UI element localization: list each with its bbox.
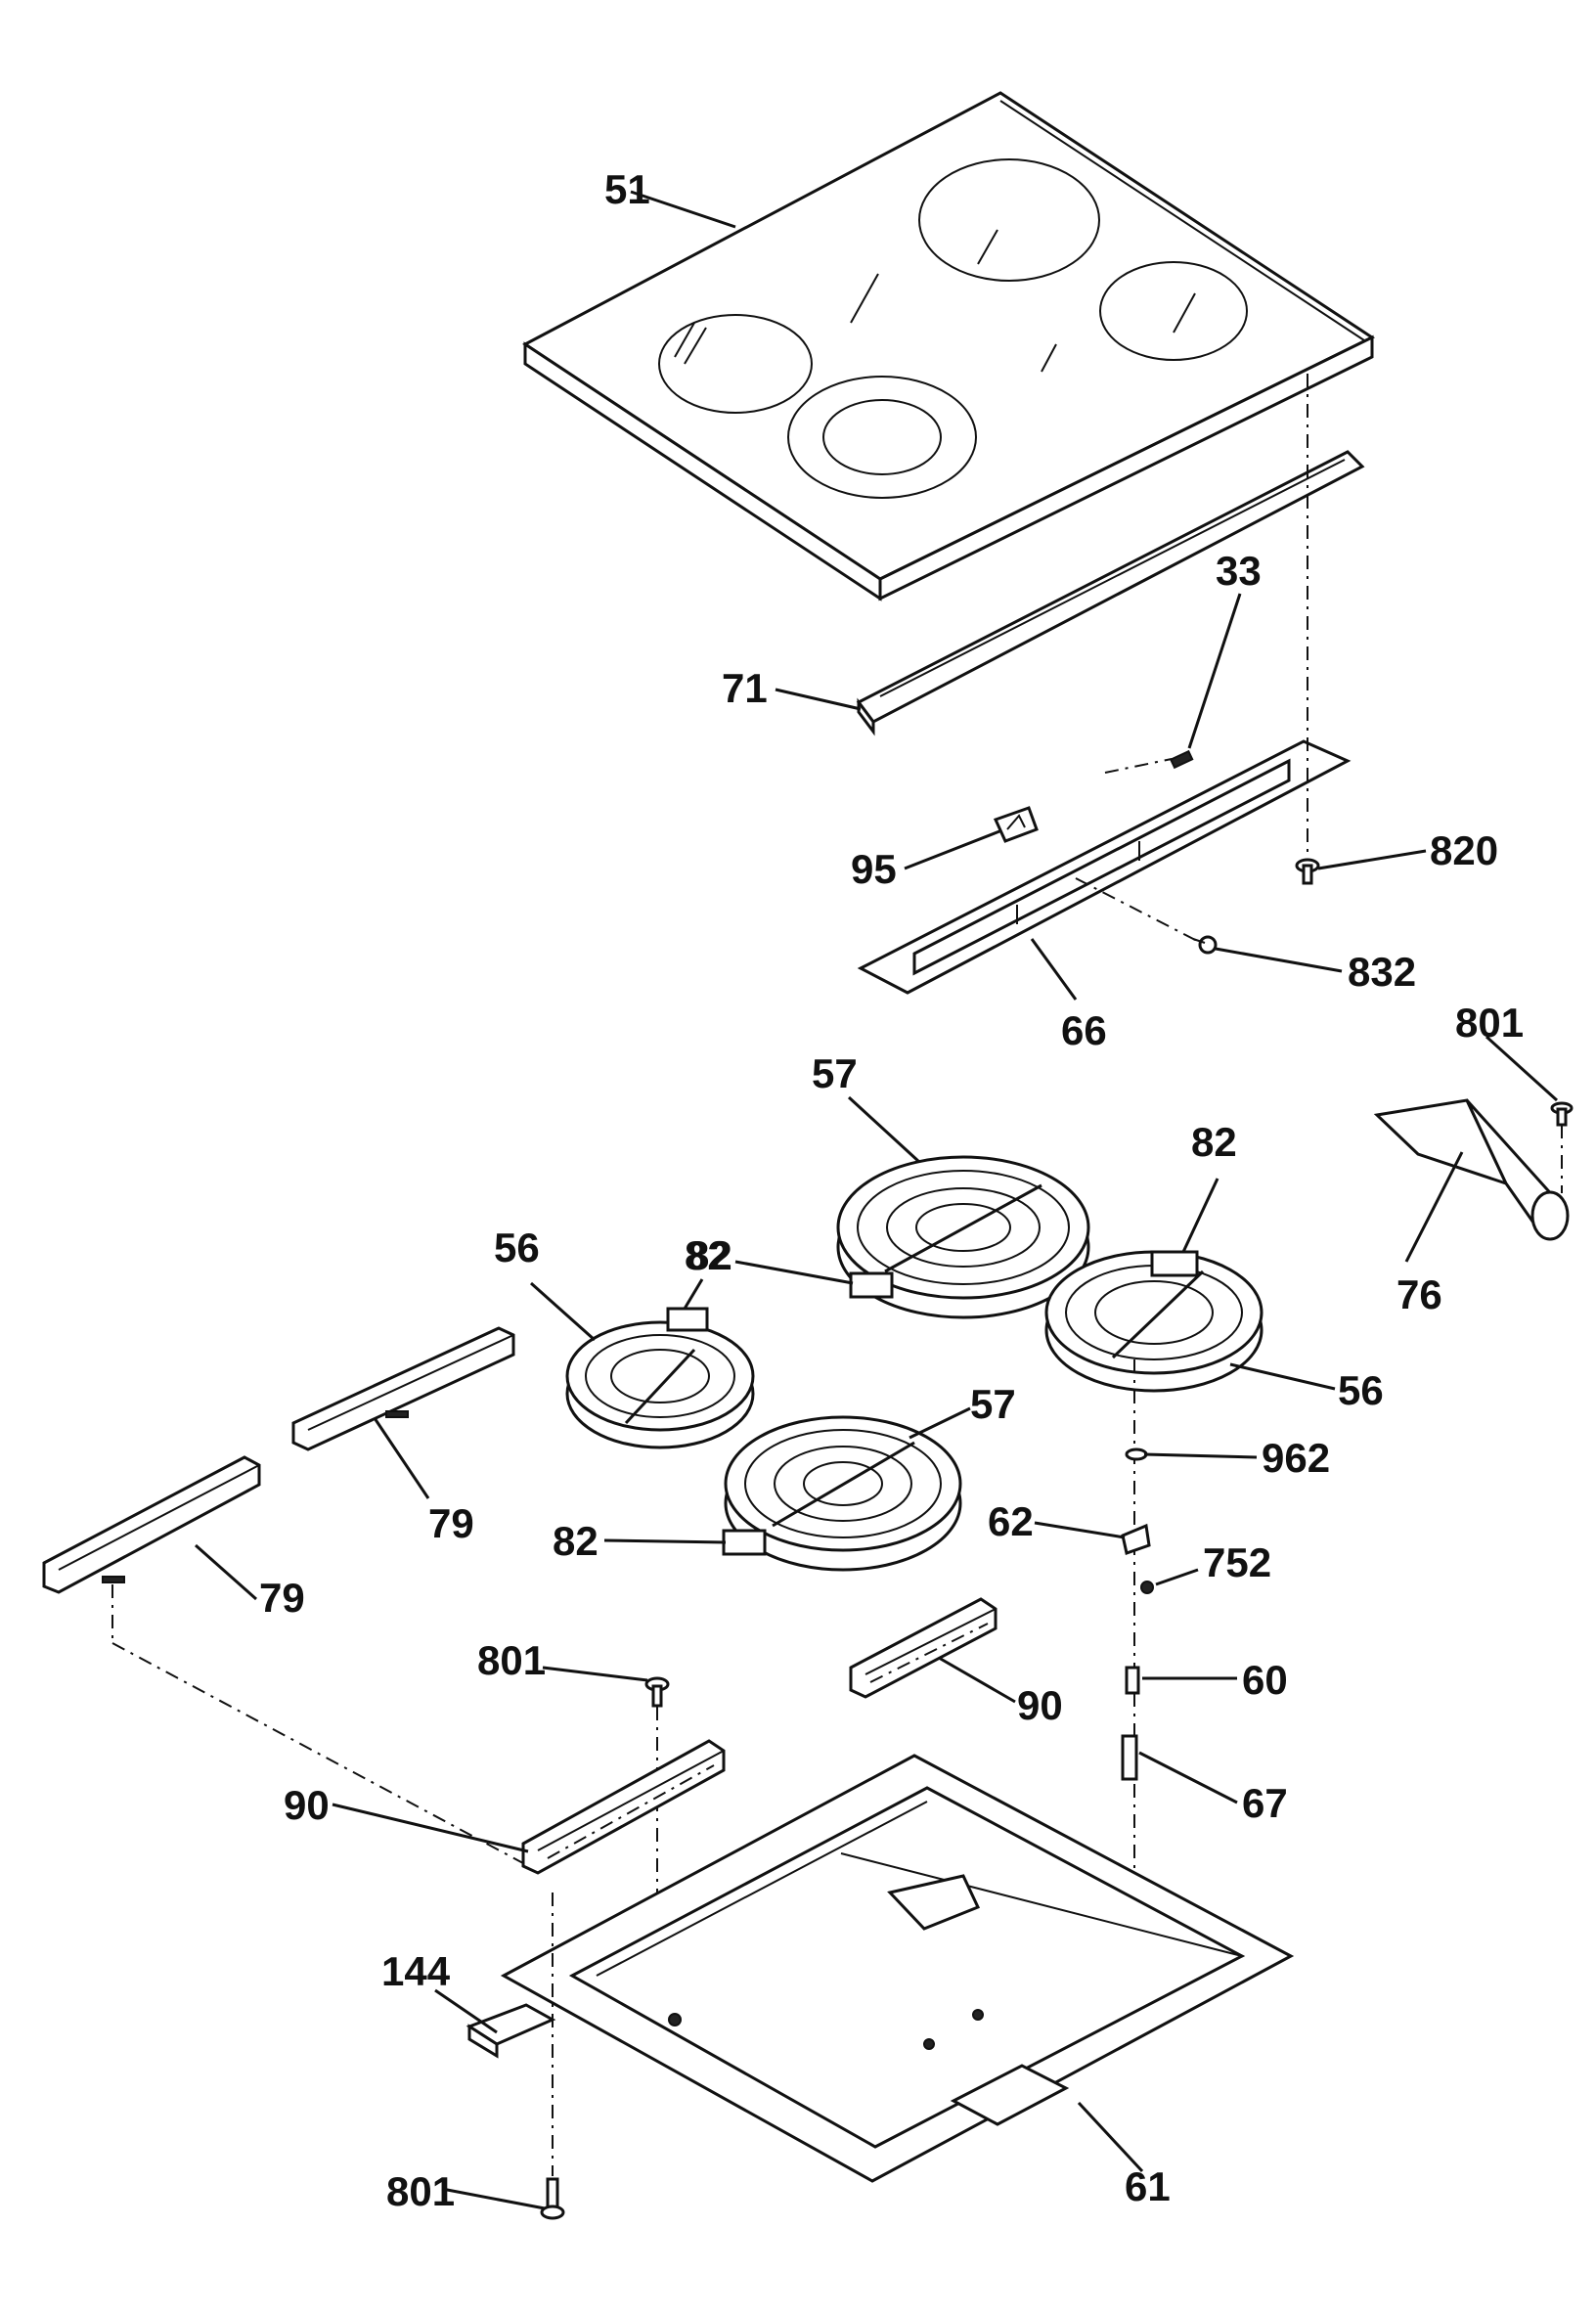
duct-part-76 xyxy=(1373,1098,1570,1241)
part-752 xyxy=(1140,1581,1154,1594)
label-66: 66 xyxy=(1061,1007,1107,1053)
part-67 xyxy=(1121,1734,1138,1781)
leader-90-middle xyxy=(938,1656,1016,1704)
label-76: 76 xyxy=(1396,1271,1442,1317)
label-820: 820 xyxy=(1430,827,1498,873)
label-82-bottom: 82 xyxy=(553,1518,598,1564)
label-801-middle: 801 xyxy=(477,1637,546,1683)
leader-79-upper xyxy=(373,1417,430,1499)
label-57-top: 57 xyxy=(812,1050,858,1096)
label-95: 95 xyxy=(851,846,897,892)
screw-part-801-top xyxy=(1550,1101,1574,1127)
burner-part-56-left xyxy=(565,1307,755,1449)
label-801-top: 801 xyxy=(1455,1000,1524,1046)
leader-801-top xyxy=(1485,1035,1559,1102)
dash-832 xyxy=(1075,877,1202,944)
leader-62 xyxy=(1034,1521,1126,1539)
leader-801-middle xyxy=(542,1666,648,1682)
label-82-right: 82 xyxy=(1191,1119,1237,1165)
screw-part-820 xyxy=(1295,858,1320,885)
part-62 xyxy=(1121,1523,1151,1555)
label-144: 144 xyxy=(381,1948,451,1994)
leader-752 xyxy=(1155,1568,1199,1586)
leader-56-right xyxy=(1229,1362,1336,1391)
leader-82-top xyxy=(734,1260,854,1285)
leader-832 xyxy=(1215,947,1343,973)
leader-95 xyxy=(904,829,1000,870)
part-144 xyxy=(466,2003,556,2059)
shield-part-79-upper xyxy=(291,1326,515,1451)
leader-82-bottom xyxy=(603,1538,727,1544)
sensor-part-33 xyxy=(1104,749,1194,774)
label-67: 67 xyxy=(1242,1780,1288,1826)
label-90-middle: 90 xyxy=(1017,1682,1063,1728)
leader-57-top xyxy=(847,1095,921,1164)
leader-90-left xyxy=(332,1803,529,1853)
leader-67 xyxy=(1138,1751,1238,1804)
clip-part-95 xyxy=(993,806,1039,843)
label-82-top: 82 xyxy=(687,1232,732,1278)
label-832: 832 xyxy=(1348,949,1416,995)
shield-part-79-lower xyxy=(42,1455,261,1594)
label-752: 752 xyxy=(1203,1539,1271,1585)
label-82-left: 82 xyxy=(685,1232,731,1278)
leader-71 xyxy=(775,688,862,711)
glass-cooktop-part-51 xyxy=(522,91,1376,601)
screw-part-832 xyxy=(1192,935,1218,955)
leader-61 xyxy=(1077,2101,1144,2173)
leader-144 xyxy=(434,1988,498,2034)
leader-962 xyxy=(1143,1452,1258,1459)
label-79-upper: 79 xyxy=(428,1500,474,1546)
leader-801-bottom xyxy=(441,2187,546,2210)
leader-57-bottom xyxy=(909,1406,971,1440)
bracket-part-90-left xyxy=(521,1739,726,1875)
leader-820 xyxy=(1317,849,1427,870)
screw-part-801-bottom xyxy=(540,2177,565,2220)
label-60: 60 xyxy=(1242,1657,1288,1703)
leader-33 xyxy=(1187,593,1242,749)
leader-82-left xyxy=(683,1278,704,1310)
part-962 xyxy=(1125,1448,1148,1461)
burner-part-57-bottom xyxy=(722,1415,962,1572)
label-801-bottom: 801 xyxy=(386,2168,455,2214)
label-962: 962 xyxy=(1262,1435,1330,1481)
label-56-right: 56 xyxy=(1338,1367,1384,1413)
bracket-part-66 xyxy=(857,739,1352,995)
label-56-left: 56 xyxy=(494,1225,540,1270)
label-51: 51 xyxy=(604,166,650,212)
label-90-left: 90 xyxy=(284,1782,330,1828)
leader-66 xyxy=(1030,938,1078,1001)
label-62: 62 xyxy=(988,1498,1034,1544)
bracket-part-90-middle xyxy=(849,1597,998,1699)
leader-56-left xyxy=(530,1281,596,1342)
base-pan-part-61 xyxy=(500,1754,1295,2183)
burner-part-56-right xyxy=(1044,1250,1264,1393)
leader-82-right xyxy=(1181,1178,1219,1253)
dash-79-diag xyxy=(111,1642,537,1871)
part-60 xyxy=(1125,1666,1140,1695)
label-57-bottom: 57 xyxy=(970,1381,1016,1427)
leader-76 xyxy=(1404,1151,1464,1263)
label-71: 71 xyxy=(722,665,768,711)
screw-part-801-middle xyxy=(644,1676,670,1708)
label-33: 33 xyxy=(1216,548,1262,594)
label-61: 61 xyxy=(1125,2163,1171,2209)
burner-part-57-top xyxy=(836,1155,1090,1319)
label-79-lower: 79 xyxy=(259,1575,305,1621)
leader-79-lower xyxy=(195,1543,257,1601)
leader-51 xyxy=(630,190,736,229)
